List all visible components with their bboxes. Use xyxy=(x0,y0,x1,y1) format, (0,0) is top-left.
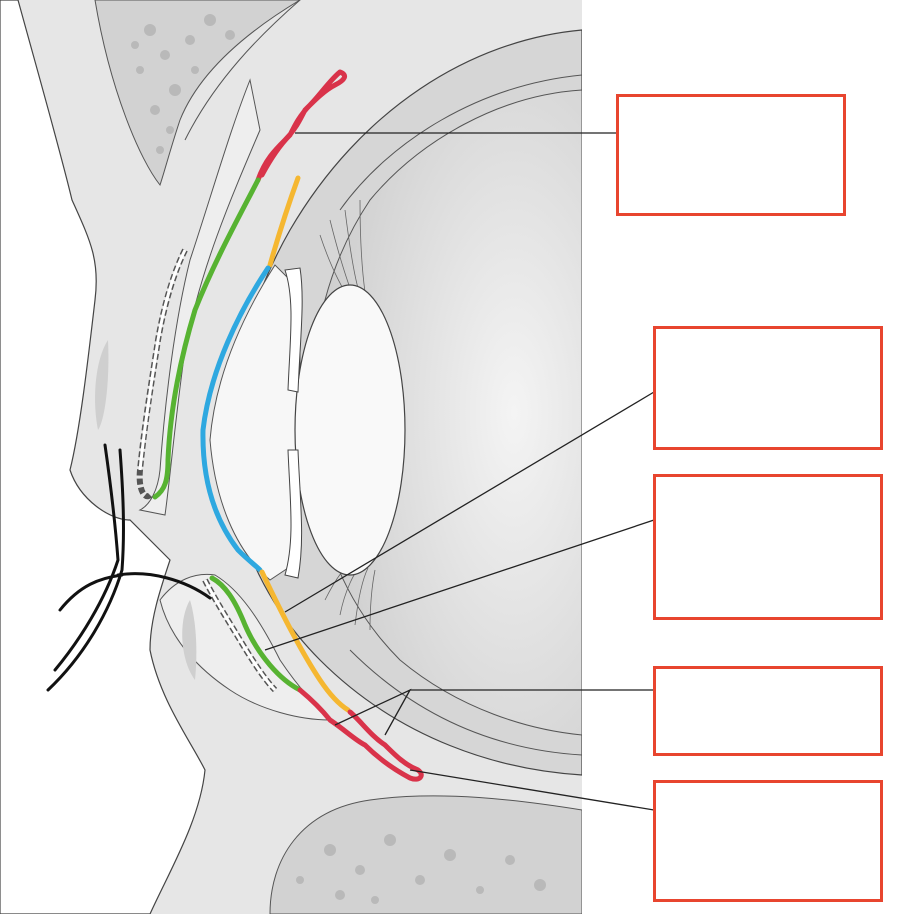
lower-fornix-label-box[interactable] xyxy=(653,780,883,902)
upper-limbus-label-box[interactable] xyxy=(653,326,883,450)
bulbar-label-box[interactable] xyxy=(653,666,883,756)
upper-fornix-label-box[interactable] xyxy=(616,94,846,216)
lower-palpebral-label-box[interactable] xyxy=(653,474,883,620)
lens xyxy=(295,285,405,575)
